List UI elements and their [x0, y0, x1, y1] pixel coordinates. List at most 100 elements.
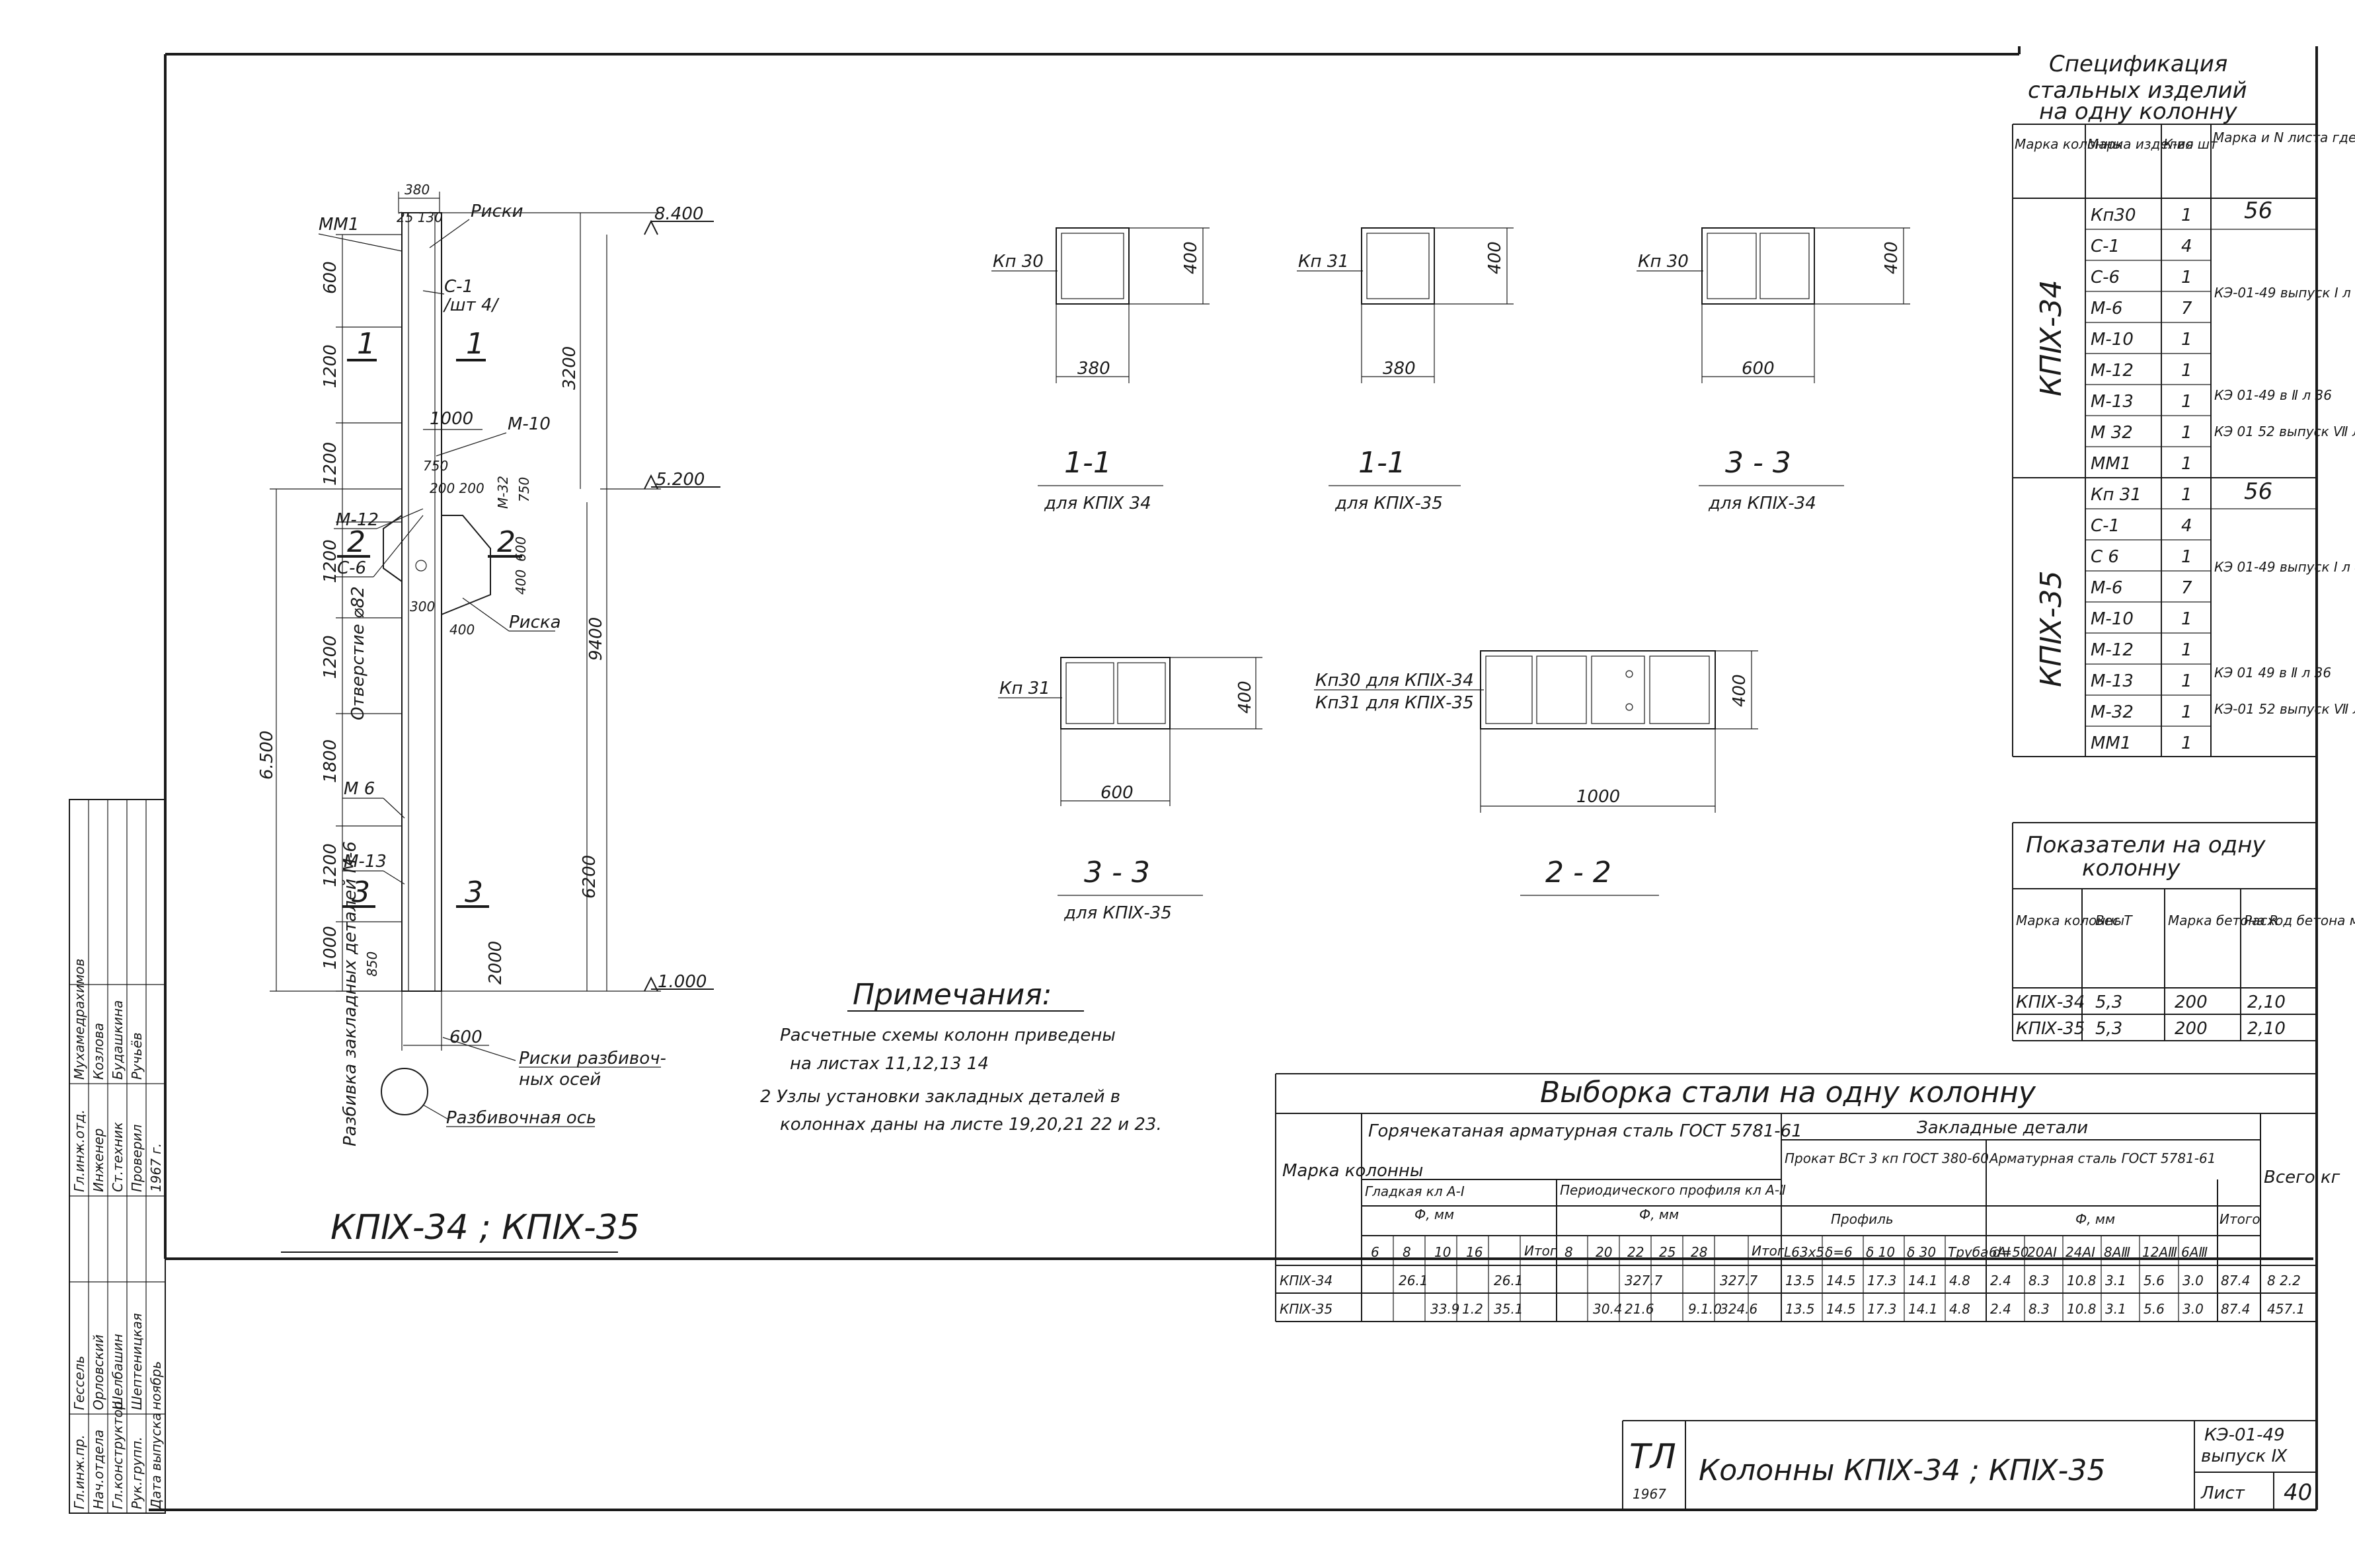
label-riska: Риска — [509, 613, 561, 632]
title-stamp: ТЛ 1967 Колонны КПⅨ-34 ; КПⅨ-35 КЭ-01-49… — [1622, 1420, 2317, 1510]
section-1-1-kp34: 400 380 Кп 30 1-1 для КПⅨ 34 — [991, 227, 1210, 513]
steel-subcol-header: 8АⅢ — [2104, 1244, 2130, 1260]
spec-item: М-12 — [2091, 640, 2134, 660]
steel-cell: 17.3 — [1867, 1301, 1897, 1317]
dim-1000: 1000 — [430, 409, 473, 429]
spec-item: М-6 — [2091, 299, 2122, 318]
section-mark-label: Кп 30 — [1638, 252, 1689, 272]
steel-header-smooth: Гладкая кл А-Ⅰ — [1365, 1183, 1465, 1199]
spec-item: Кп 31 — [2091, 485, 2142, 505]
steel-cell: 87.4 — [2221, 1273, 2251, 1288]
notes-heading: Примечания: — [853, 978, 1052, 1012]
spec-qty: 1 — [2181, 361, 2192, 381]
column-console — [441, 515, 491, 615]
spec-title-1: Спецификация — [2049, 51, 2227, 77]
dim-200-200: 200 200 — [430, 480, 484, 496]
side-stamp-cell: Гл.инж.пр. — [71, 1435, 87, 1509]
spec-qty: 1 — [2181, 392, 2192, 412]
section-mark-label: Кп30 для КПⅨ-34 — [1315, 671, 1474, 691]
section-mark-3-right: 3 — [465, 876, 483, 909]
steel-cell: 5.6 — [2143, 1301, 2165, 1317]
steel-cell: 33.9 — [1430, 1301, 1460, 1317]
steel-cell: 10.8 — [2067, 1273, 2097, 1288]
spec-item: М-6 — [2091, 578, 2122, 598]
indicators-cell: 200 — [2175, 992, 2208, 1012]
spec-qty: 1 — [2181, 485, 2192, 505]
steel-cell: 17.3 — [1867, 1273, 1897, 1288]
steel-header-mark: Марка колонны — [1282, 1161, 1423, 1181]
label-c1: С-1 — [444, 277, 473, 297]
spec-item: Кп30 — [2091, 205, 2136, 225]
steel-subcol-header: δ 30 — [1907, 1244, 1936, 1260]
steel-cell: 9.1.0 — [1688, 1301, 1722, 1317]
steel-cell: 5.6 — [2143, 1273, 2165, 1288]
steel-cell: 324.6 — [1720, 1301, 1757, 1317]
section-title: 1-1 — [1358, 446, 1406, 480]
dim-top-small: 25 130 — [397, 209, 443, 225]
dim-400v: 400 — [513, 570, 529, 595]
steel-cell: 14.5 — [1826, 1301, 1856, 1317]
steel-subcol-header: L63х5 — [1784, 1244, 1824, 1260]
steel-cell: 3.0 — [2182, 1301, 2204, 1317]
dim-2000: 2000 — [486, 941, 506, 985]
section-mark-1-right: 1 — [466, 327, 484, 361]
steel-cell: 3.1 — [2105, 1301, 2126, 1317]
side-stamp-cell: Ручьёв — [129, 1032, 145, 1080]
column-elevation: 380 25 130 ММ1 Риски С-1 /шт 4/ 1 1 1000… — [257, 182, 720, 1253]
steel-cell: 87.4 — [2221, 1301, 2251, 1317]
spec-qty: 1 — [2181, 423, 2192, 443]
dim-380-top: 380 — [405, 182, 430, 198]
dim-600v: 600 — [513, 537, 529, 562]
side-stamp-cell: Нач.отдела — [91, 1429, 106, 1509]
section-title: 1-1 — [1064, 446, 1112, 480]
section-width-label: 380 — [1077, 359, 1110, 379]
side-stamp-cell: Гл.инж.отд. — [71, 1109, 87, 1192]
dim-left-segment: 1800 — [321, 739, 340, 783]
indicators-cell: 2,10 — [2247, 992, 2286, 1012]
steel-cell: 327.7 — [1720, 1273, 1758, 1288]
side-stamp-cell: Шептеницкая — [129, 1313, 145, 1410]
steel-cell: 8.3 — [2028, 1301, 2050, 1317]
section-1-1-kp35: 400 380 Кп 31 1-1 для КПⅨ-35 — [1297, 227, 1514, 513]
spec-item: М-10 — [2091, 609, 2134, 629]
notes-line3: 2 Узлы установки закладных деталей в — [760, 1087, 1120, 1107]
side-stamp-cell: Шелбашин — [110, 1334, 126, 1410]
steel-subcol-header: 6 — [1371, 1244, 1379, 1260]
dim-left-segment: 1000 — [321, 926, 340, 969]
dim-left-segment: 600 — [321, 261, 340, 294]
side-stamp-cell: Ст.техник — [110, 1122, 126, 1192]
steel-cell: 4.8 — [1949, 1301, 1970, 1317]
dim-6500: 6.500 — [257, 731, 277, 780]
stamp-issue: выпуск Ⅸ — [2201, 1446, 2288, 1466]
steel-subcol-header: 22 — [1627, 1244, 1644, 1260]
steel-subcol-header: 10 — [1434, 1244, 1451, 1260]
spec-item: С-1 — [2091, 516, 2120, 536]
steel-header-embedded: Закладные детали — [1917, 1118, 2088, 1138]
hole-mark — [415, 560, 427, 572]
indicators-header: Марка бетона R — [2168, 913, 2278, 928]
indicators-cell: 2,10 — [2247, 1019, 2286, 1039]
dim-600h: 600 — [449, 1027, 483, 1047]
section-mark-2-left: 2 — [347, 525, 366, 559]
steel-subcol-header: 20 — [1596, 1244, 1612, 1260]
steel-cell: 13.5 — [1785, 1273, 1815, 1288]
section-height-label: 400 — [1730, 674, 1750, 707]
stamp-sheet-label: Лист — [2200, 1483, 2245, 1503]
label-m32: М-32 — [495, 476, 511, 509]
spec-qty: 4 — [2181, 237, 2192, 256]
steel-subcol-header: 24АⅠ — [2065, 1244, 2095, 1260]
indicators-header: Вес Т — [2095, 913, 2133, 928]
indicators-title-1: Показатели на одну — [2026, 832, 2266, 858]
section-subtitle: для КПⅨ 34 — [1044, 494, 1151, 513]
side-stamp-cell: ноябрь — [148, 1361, 164, 1410]
section-subtitle: для КПⅨ-34 — [1708, 494, 1816, 513]
steel-row-mark: КПⅨ-34 — [1280, 1273, 1332, 1288]
side-stamp-cell: Орловский — [91, 1335, 106, 1410]
notes-block: Примечания: Расчетные схемы колонн приве… — [760, 978, 1162, 1135]
label-axis: Разбивочная ось — [446, 1108, 596, 1128]
section-mark-label-2: Кп31 для КПⅨ-35 — [1315, 693, 1474, 713]
label-m13: М-13 — [344, 852, 387, 872]
dim-750a: 750 — [423, 458, 448, 474]
section-title: 2 - 2 — [1545, 856, 1611, 889]
steel-cell: 3.1 — [2105, 1273, 2126, 1288]
